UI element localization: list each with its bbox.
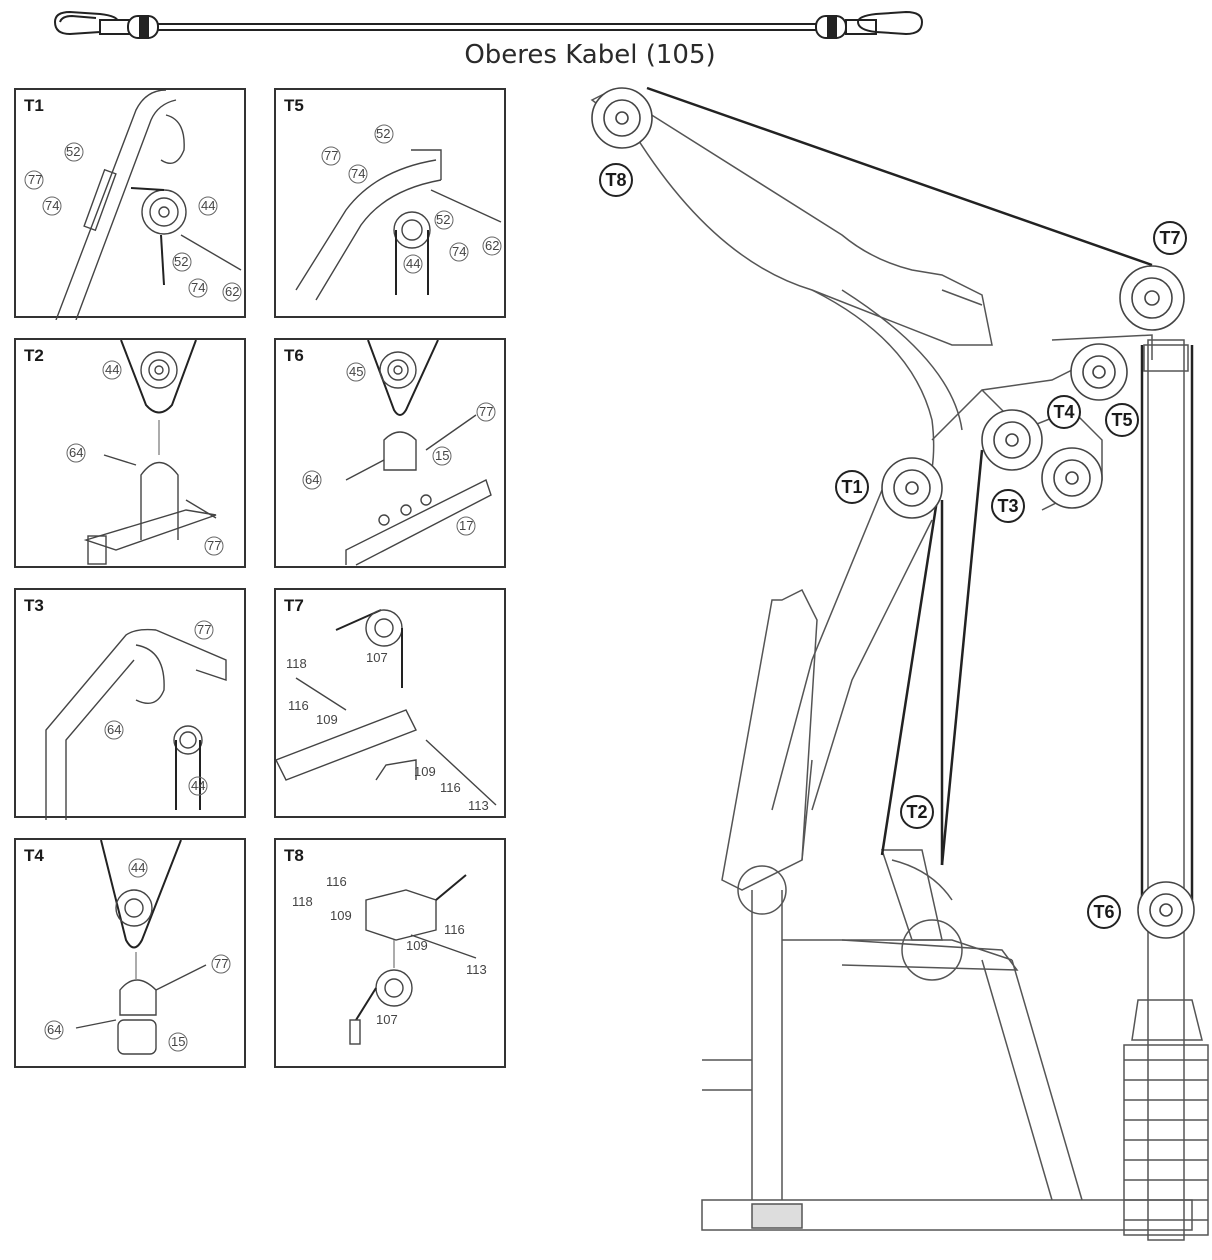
- part-label: 44: [406, 256, 420, 271]
- part-label: 116: [440, 780, 461, 795]
- pulley-label-t5: T5: [1111, 410, 1132, 430]
- part-label: 44: [131, 860, 145, 875]
- pulley-label-t8: T8: [605, 170, 626, 190]
- part-label: 77: [479, 404, 493, 419]
- panel-t6: T6 45 77 15 64 17: [274, 338, 506, 568]
- part-label: 52: [66, 144, 80, 159]
- panel-t3: T3 77 64 44: [14, 588, 246, 820]
- part-label: 107: [366, 650, 388, 665]
- panel-t8: T8 116 118 109 116 109 113 107: [274, 838, 506, 1068]
- panel-title: T5: [284, 96, 304, 115]
- panel-title: T4: [24, 846, 44, 865]
- machine-drawing: T8 T7 T5 T4 T1 T3 T2 T6: [590, 86, 1209, 1241]
- part-label: 107: [376, 1012, 398, 1027]
- part-label: 74: [452, 244, 466, 259]
- part-label: 77: [214, 956, 228, 971]
- part-label: 113: [466, 962, 487, 977]
- part-label: 118: [286, 656, 307, 671]
- panel-title: T1: [24, 96, 44, 115]
- part-label: 52: [436, 212, 450, 227]
- part-label: 44: [201, 198, 215, 213]
- part-label: 64: [305, 472, 319, 487]
- pulley-label-t7: T7: [1159, 228, 1180, 248]
- pulley-label-t2: T2: [906, 802, 927, 822]
- pulley-label-t3: T3: [997, 496, 1018, 516]
- part-label: 52: [376, 126, 390, 141]
- pulley-label-t1: T1: [841, 477, 862, 497]
- part-label: 44: [191, 778, 205, 793]
- part-label: 62: [225, 284, 239, 299]
- part-label: 116: [326, 874, 347, 889]
- panel-t7-drawing: 107 118 116 109 109 116 113: [276, 609, 497, 813]
- part-label: 74: [351, 166, 365, 181]
- part-label: 44: [105, 362, 119, 377]
- panel-t8-drawing: 116 118 109 116 109 113 107: [292, 874, 487, 1045]
- part-label: 64: [107, 722, 121, 737]
- panel-title: T6: [284, 346, 304, 365]
- part-label: 77: [324, 148, 338, 163]
- panel-title: T3: [24, 596, 44, 615]
- panel-t4-drawing: 44 77 64 15: [44, 840, 231, 1055]
- part-label: 109: [316, 712, 338, 727]
- panel-t7: T7 107 118 116 109 109 116 113: [274, 588, 506, 818]
- panel-t2-drawing: 64 44 77: [66, 340, 224, 565]
- part-label: 74: [45, 198, 59, 213]
- part-label: 109: [414, 764, 436, 779]
- panel-t3-drawing: 77 64 44: [45, 620, 227, 820]
- part-label: 64: [69, 445, 83, 460]
- panel-t5-drawing: 77 52 74 52 74 62 44: [295, 124, 502, 301]
- part-label: 77: [28, 172, 42, 187]
- panel-t5: T5 77 52 74 52 74 62 44: [274, 88, 506, 318]
- panel-title: T2: [24, 346, 44, 365]
- part-label: 17: [459, 518, 473, 533]
- panel-t6-drawing: 45 77 15 64 17: [302, 340, 496, 566]
- panel-t4: T4 44 77 64 15: [14, 838, 246, 1068]
- part-label: 109: [330, 908, 352, 923]
- part-label: 62: [485, 238, 499, 253]
- pulley-label-t6: T6: [1093, 902, 1114, 922]
- panel-t1-drawing: 77 52 74 44 52 74 62: [24, 90, 242, 320]
- pulley-label-t4: T4: [1053, 402, 1074, 422]
- panel-title: T7: [284, 596, 304, 615]
- upper-cable-drawing: [53, 10, 924, 39]
- panel-t2: T2 64 44 77: [14, 338, 246, 568]
- panel-title: T8: [284, 846, 304, 865]
- part-label: 74: [191, 280, 205, 295]
- panel-t1: T1 77 52 74 44 52 74 62: [14, 88, 246, 320]
- cable-title: Oberes Kabel (105): [464, 40, 716, 70]
- part-label: 116: [444, 922, 465, 937]
- part-label: 116: [288, 698, 309, 713]
- part-label: 118: [292, 894, 313, 909]
- part-label: 113: [468, 798, 489, 813]
- part-label: 77: [207, 538, 221, 553]
- part-label: 15: [435, 448, 449, 463]
- part-label: 109: [406, 938, 428, 953]
- part-label: 64: [47, 1022, 61, 1037]
- part-label: 15: [171, 1034, 185, 1049]
- part-label: 45: [349, 364, 363, 379]
- part-label: 52: [174, 254, 188, 269]
- part-label: 77: [197, 622, 211, 637]
